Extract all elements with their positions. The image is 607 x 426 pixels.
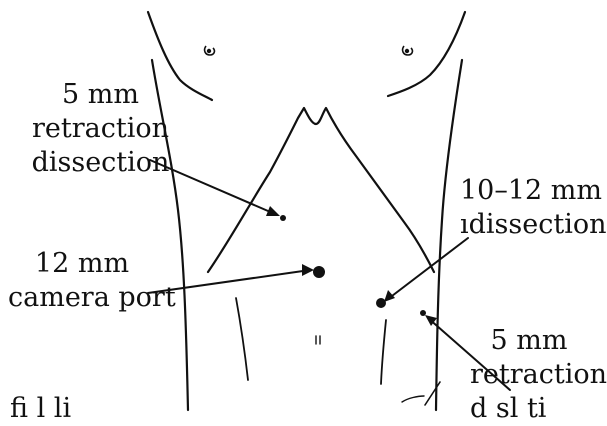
label-line: 5 mm — [490, 325, 568, 356]
label-line: 5 mm — [62, 79, 139, 110]
arrow-right-upper — [387, 237, 469, 300]
label-line: 10–12 mm — [460, 175, 603, 206]
label-line: 12 mm — [34, 248, 130, 279]
port-marker-12mm-camera — [313, 266, 325, 278]
torso-outline-drawing — [146, 10, 511, 412]
bottom-right-slash — [424, 381, 441, 406]
label-line: ıdissection — [460, 209, 607, 240]
right-nipple-mark — [401, 45, 414, 56]
label-line: retraction — [470, 359, 607, 390]
label-line: retraction — [32, 113, 169, 144]
arrowhead-right-upper — [384, 290, 395, 302]
label-line: dissection — [31, 147, 170, 178]
lower-line-left — [235, 297, 249, 381]
arrowhead-right-lower — [425, 315, 437, 326]
costal-margin-outline — [206, 106, 436, 274]
left-arm-outline — [146, 10, 214, 102]
right-arm-outline — [386, 10, 467, 98]
bottom-right-stroke — [401, 395, 425, 403]
label-bottom-right-cut: d sl ti — [470, 393, 547, 424]
arrow-camera — [147, 269, 311, 294]
port-placement-diagram: 5 mm retraction dissection 12 mm camera … — [8, 10, 607, 424]
label-5mm-retraction-right: 5 mm retraction — [470, 324, 607, 392]
label-bottom-left-cut: fi l li — [10, 393, 72, 424]
port-marker-5mm-left — [280, 215, 286, 221]
label-10-12mm-dissection: 10–12 mm ıdissection — [460, 174, 607, 242]
arrow-right-lower — [427, 317, 511, 391]
left-nipple-mark — [203, 45, 216, 56]
arrowhead-camera — [302, 264, 314, 276]
lower-line-right — [380, 319, 387, 385]
port-marker-10-12mm-right — [376, 298, 386, 308]
label-12mm-camera-port: 12 mm camera port — [8, 247, 176, 315]
label-line: camera port — [8, 282, 176, 313]
right-torso-outline — [434, 58, 464, 412]
arrow-top-left — [149, 159, 276, 215]
arrowhead-top-left — [266, 206, 280, 216]
label-5mm-retraction-dissection: 5 mm retraction dissection — [28, 78, 173, 180]
left-torso-outline — [150, 58, 190, 412]
port-marker-5mm-right — [420, 310, 426, 316]
navel-mark — [315, 335, 321, 345]
